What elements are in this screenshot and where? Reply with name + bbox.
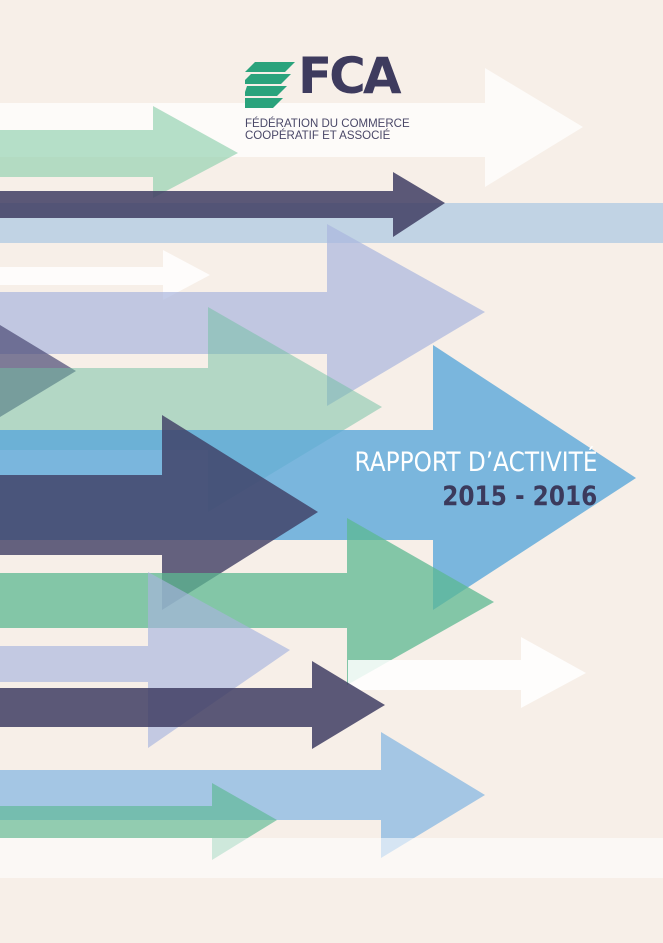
logo-stripes-icon [245,62,295,108]
logo-acronym: FCA [298,47,402,105]
report-title: RAPPORT D’ACTIVITÉ [354,447,597,478]
arrow-white-mid [0,250,210,300]
logo-subtitle: FÉDÉRATION DU COMMERCE COOPÉRATIF ET ASS… [245,118,410,142]
arrow-blue-large [0,345,636,610]
band-white-bottom [0,838,663,878]
arrow-navy-large [0,415,318,610]
arrow-navy-top [0,172,445,237]
arrow-green-low [0,518,494,685]
arrow-green-top [0,106,238,198]
arrow-lavender-low [0,572,290,748]
arrow-navy-low [0,661,385,749]
arrow-light-blue-bottom [0,732,485,858]
fca-logo: FCA FÉDÉRATION DU COMMERCE COOPÉRATIF ET… [243,51,443,150]
arrow-lavender-large [0,224,485,406]
report-years: 2015 - 2016 [441,481,597,512]
logo-subtitle-line1: FÉDÉRATION DU COMMERCE [245,118,410,130]
logo-subtitle-line2: COOPÉRATIF ET ASSOCIÉ [245,130,391,142]
arrow-white-top [0,68,583,187]
arrow-green-bottom [0,783,277,860]
arrow-white-low [348,637,586,708]
